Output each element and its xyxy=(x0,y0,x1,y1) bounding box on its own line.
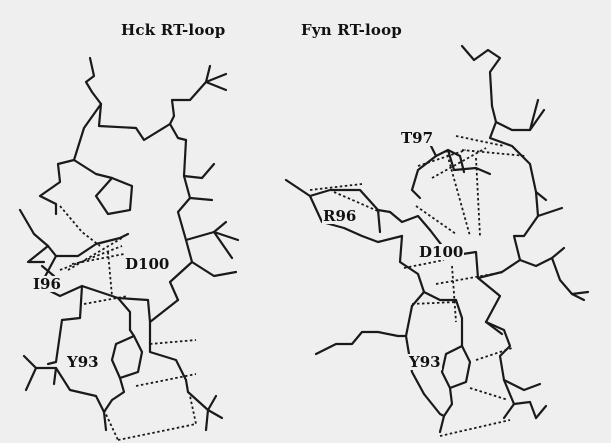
hck-label-i96: I96 xyxy=(32,275,62,293)
hck-label-y93: Y93 xyxy=(66,353,100,371)
fyn-label-r96: R96 xyxy=(322,207,358,225)
fyn-label-t97: T97 xyxy=(400,129,435,147)
fyn-label-d100: D100 xyxy=(418,243,465,261)
hck-panel-title: Hck RT-loop xyxy=(121,21,226,39)
fyn-panel-title: Fyn RT-loop xyxy=(301,21,402,39)
fyn-label-y93: Y93 xyxy=(408,353,442,371)
hck-label-d100: D100 xyxy=(124,255,171,273)
